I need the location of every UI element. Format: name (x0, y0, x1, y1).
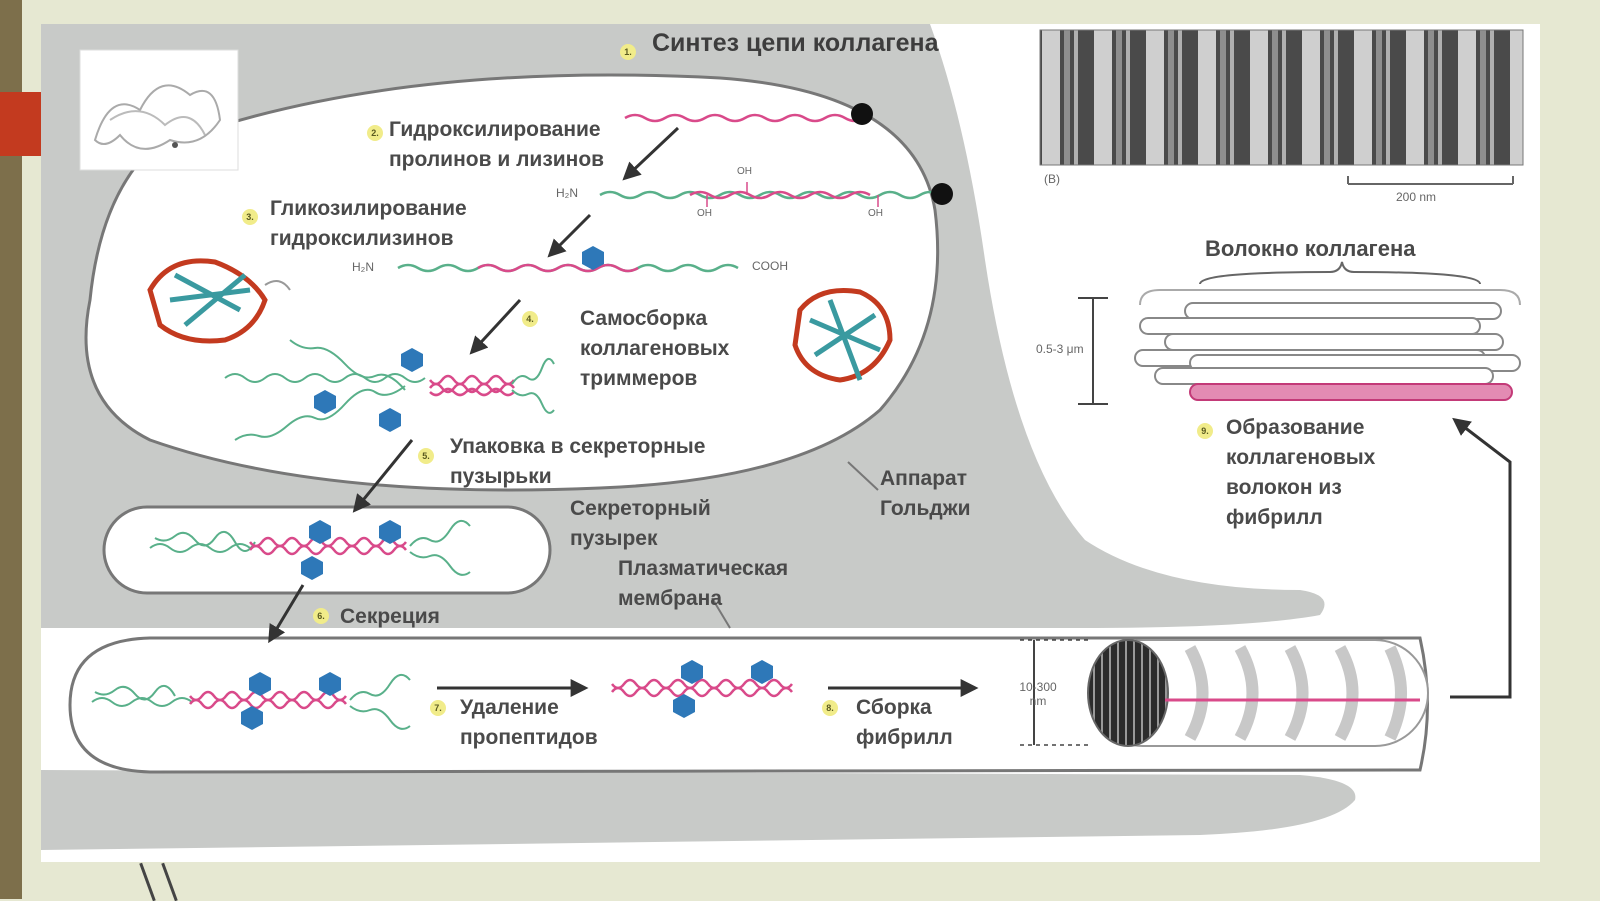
step-5-label: Упаковка в секреторные пузырьки (450, 435, 706, 488)
sugar-hexagon (751, 660, 773, 684)
step-8-label: Сборка фибрилл (856, 696, 953, 749)
step-1-label: Синтез цепи коллагена (652, 29, 939, 57)
sugar-hexagon (301, 556, 323, 580)
sugar-hexagon (314, 390, 336, 414)
step-number: 1. (620, 44, 636, 60)
fiber-label: Волокно коллагена (1205, 236, 1416, 261)
step-number: 3. (242, 209, 258, 225)
step-2-label: Гидроксилирование пролинов и лизинов (389, 118, 605, 171)
golgi-label: Аппарат Гольджи (880, 467, 971, 520)
collagen-chain-2 (599, 190, 941, 200)
step-number: 4. (522, 311, 538, 327)
step-6-label: Секреция (340, 605, 440, 628)
vesicle-label: Секреторный пузырек (570, 497, 711, 550)
nh2-label: H₂N (352, 260, 374, 274)
sugar-hexagon (379, 408, 401, 432)
collagen-trimer-vesicle (149, 519, 471, 576)
fibril-width-label: 10-300 nm (1019, 680, 1057, 708)
scale-bar-label: 200 nm (1396, 190, 1437, 204)
membrane-label: Плазматическая мембрана (618, 557, 789, 610)
sugar-hexagon (249, 672, 271, 696)
fiber-brace (1199, 261, 1481, 285)
collagen-trimer-golgi (224, 339, 555, 441)
sugar-hexagon (681, 660, 703, 684)
step-7-label: Удаление пропептидов (460, 696, 598, 749)
fiber-width-label: 0.5-3 μm (1036, 342, 1084, 356)
step-9-label: Образование коллагеновых волокон из фибр… (1226, 416, 1376, 529)
step-number: 9. (1197, 423, 1213, 439)
arrow-step-6 (268, 584, 305, 644)
sugar-hexagon (673, 694, 695, 718)
arrow-step-3 (547, 213, 592, 258)
sugar-hexagon (309, 520, 331, 544)
arrow-step-2 (622, 126, 680, 181)
sugar-hexagon (401, 348, 423, 372)
left-decor-stripe (0, 0, 22, 899)
nh2-label: H₂N (556, 186, 578, 200)
secretory-vesicle-outline (102, 505, 552, 595)
cooh-label: COOH (752, 259, 788, 273)
tropocollagen (611, 678, 793, 698)
arrow-step-4 (469, 298, 522, 355)
sugar-hexagon (582, 246, 604, 270)
sugar-hexagon (379, 520, 401, 544)
arrow-step-9 (1450, 417, 1512, 699)
step-4-label: Самосборка коллагеновых триммеров (580, 307, 730, 390)
collagen-micrograph (1039, 29, 1524, 166)
golgi-apparatus-outline (84, 73, 940, 492)
micrograph-panel-label: (B) (1044, 172, 1060, 186)
step-number: 5. (418, 448, 434, 464)
golgi-leader (847, 461, 879, 491)
procollagen-extracellular (91, 673, 411, 730)
collagen-chain-2-helix (689, 190, 871, 200)
sugar-hexagon (319, 672, 341, 696)
oh-label: OH (868, 208, 883, 219)
ribosome-1 (851, 103, 873, 125)
protein-ribbon-left (147, 258, 291, 344)
protein-ribbon-right (792, 287, 893, 383)
collagen-chain-1 (624, 113, 866, 123)
protein-structure-thumbnail (79, 49, 239, 171)
membrane-leader (711, 597, 731, 629)
oh-label: OH (697, 208, 712, 219)
step-number: 2. (367, 125, 383, 141)
extracellular-band (41, 770, 1356, 850)
arrow-step-5 (352, 439, 414, 513)
collagen-fiber-bundle (1134, 289, 1521, 401)
sugar-hexagon (241, 706, 263, 730)
ribosome-2 (931, 183, 953, 205)
red-accent-block (0, 92, 41, 156)
step-number: 7. (430, 700, 446, 716)
collagen-chain-3-helix (477, 263, 639, 273)
collagen-fibril (1087, 639, 1429, 747)
step-number: 8. (822, 700, 838, 716)
step-3-label: Гликозилирование гидроксилизинов (270, 197, 467, 250)
step-number: 6. (313, 608, 329, 624)
oh-label: OH (737, 166, 752, 177)
